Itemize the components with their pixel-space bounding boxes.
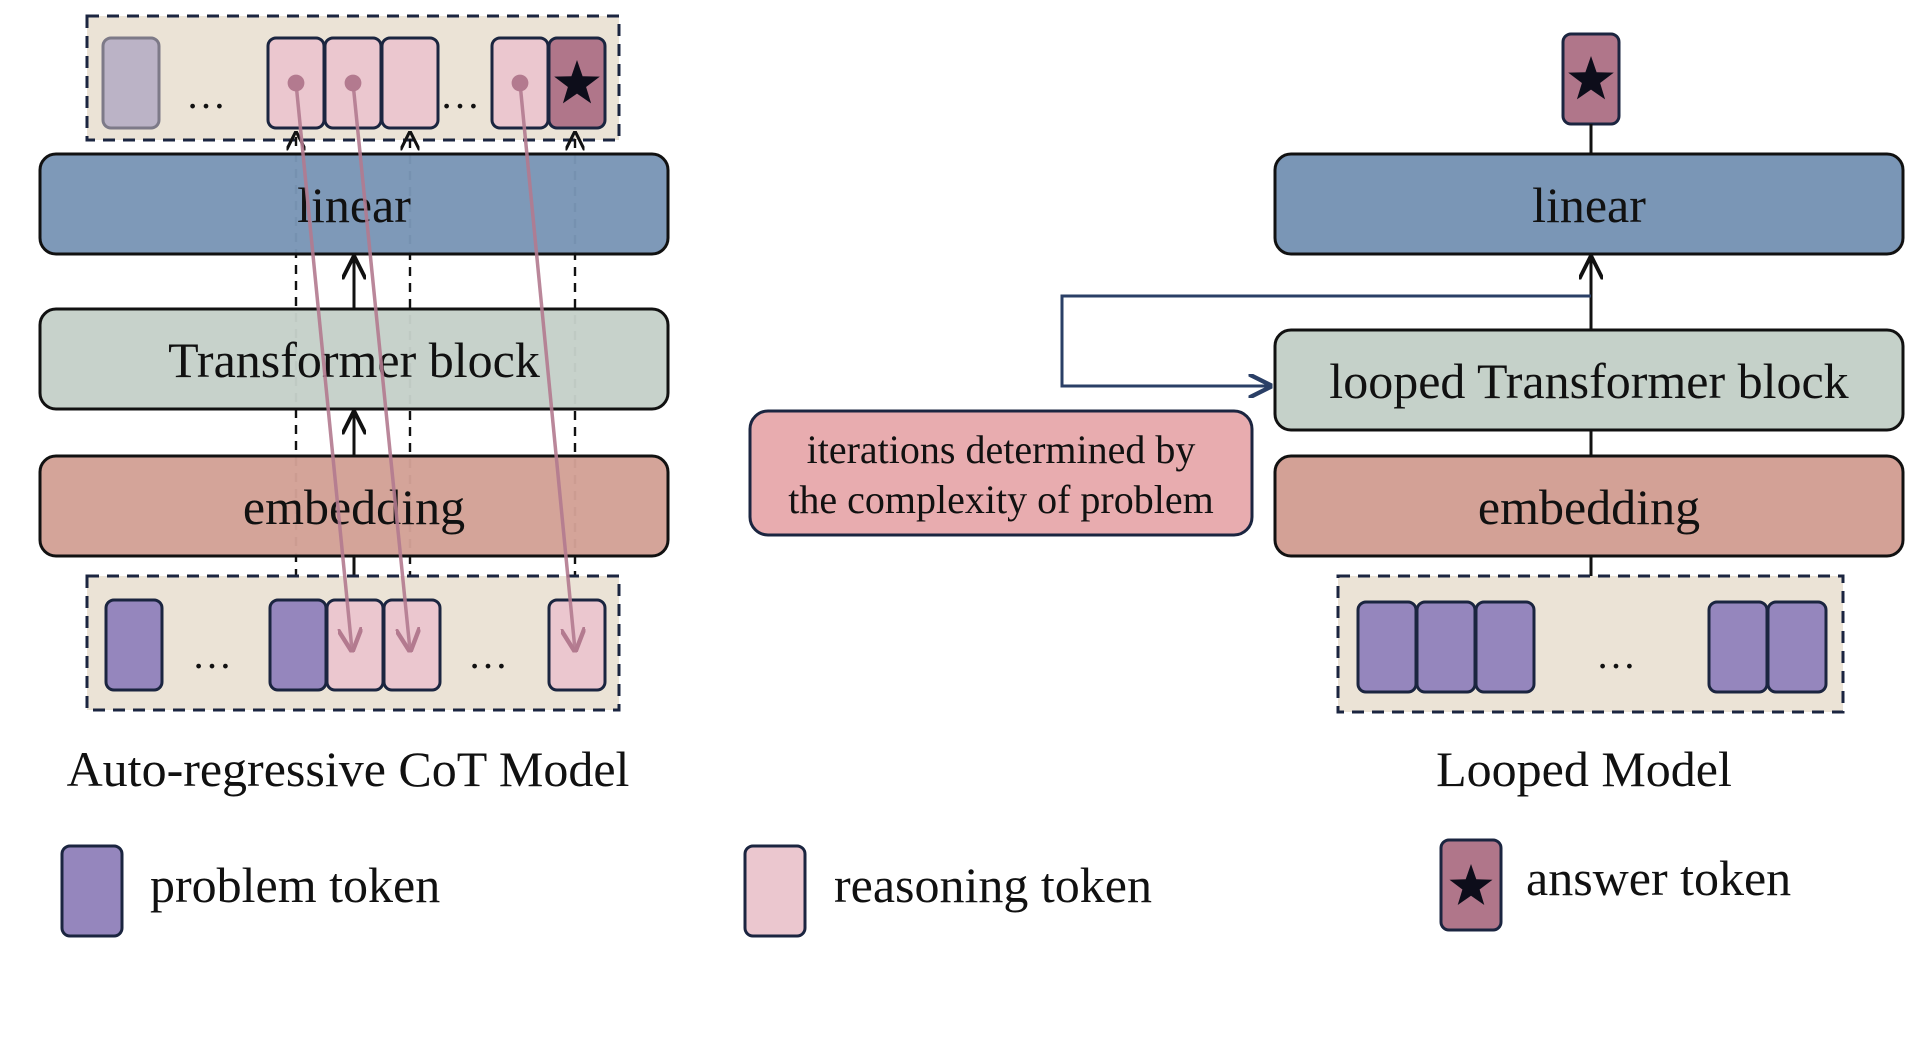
left-caption: Auto-regressive CoT Model <box>67 741 630 797</box>
faded-token <box>101 36 161 130</box>
right-embedding-block <box>1273 454 1905 558</box>
star-icon <box>1449 864 1493 905</box>
reasoning-token <box>325 598 385 692</box>
reasoning-token-icon <box>743 844 807 938</box>
problem-token <box>1707 600 1769 694</box>
looped-model: linear looped Transformer block embeddin… <box>748 32 1905 797</box>
legend: problem token reasoning token answer tok… <box>60 838 1791 938</box>
legend-label-problem: problem token <box>150 857 440 913</box>
left-feedback-arrows <box>296 83 575 650</box>
legend-label-answer: answer token <box>1526 850 1791 906</box>
right-caption: Looped Model <box>1436 741 1732 797</box>
iterations-note-box <box>748 409 1254 537</box>
loop-connector <box>1060 258 1591 386</box>
iterations-note-line1: iterations determined by <box>807 427 1196 472</box>
problem-token <box>104 598 164 692</box>
problem-token <box>1474 600 1536 694</box>
problem-token <box>268 598 328 692</box>
left-output-dots: … <box>440 72 484 117</box>
left-embedding-label: embedding <box>243 479 465 535</box>
looped-transformer-block <box>1273 328 1905 432</box>
legend-label-reasoning: reasoning token <box>834 857 1152 913</box>
right-linear-label: linear <box>1532 177 1646 233</box>
left-linear-label: linear <box>297 177 411 233</box>
right-linear-block <box>1273 152 1905 256</box>
reasoning-token <box>380 36 440 130</box>
problem-token <box>1415 600 1477 694</box>
autoregressive-cot-model: … … linear Transformer block embedding <box>38 14 670 797</box>
reasoning-token <box>382 598 442 692</box>
looped-transformer-label: looped Transformer block <box>1329 353 1848 409</box>
left-transformer-label: Transformer block <box>168 332 540 388</box>
left-input-dots: … <box>192 632 236 677</box>
star-icon <box>1568 56 1614 100</box>
problem-token <box>1766 600 1828 694</box>
right-input-dots: … <box>1596 632 1640 677</box>
problem-token-icon <box>60 844 124 938</box>
iterations-note-line2: the complexity of problem <box>788 477 1213 522</box>
right-embedding-label: embedding <box>1478 479 1700 535</box>
reasoning-token <box>547 598 607 692</box>
problem-token <box>1356 600 1418 694</box>
left-output-dots: … <box>186 72 230 117</box>
left-input-dots: … <box>468 632 512 677</box>
